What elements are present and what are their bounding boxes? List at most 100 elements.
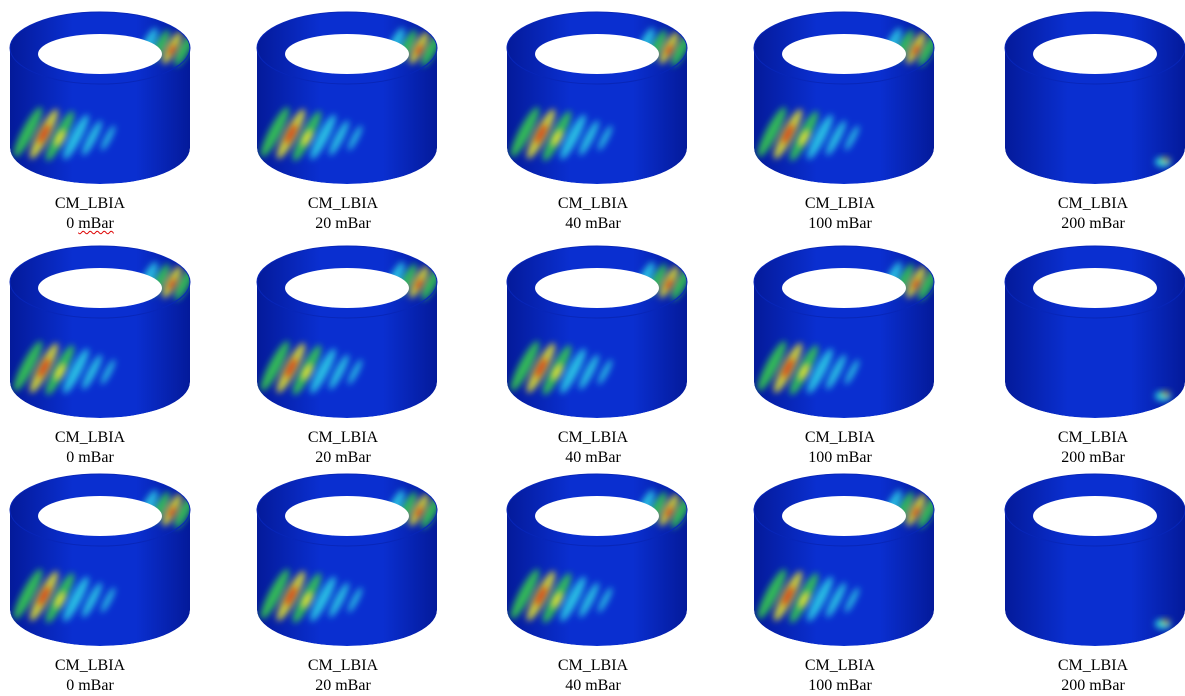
panel-caption: CM_LBIA 0 mBar bbox=[0, 428, 180, 468]
caption-label: CM_LBIA bbox=[54, 429, 126, 446]
caption-label: CM_LBIA bbox=[1057, 195, 1129, 212]
panel-caption: CM_LBIA 200 mBar bbox=[1003, 428, 1183, 468]
caption-label: CM_LBIA bbox=[1057, 657, 1129, 674]
caption-label: CM_LBIA bbox=[557, 657, 629, 674]
cylinder-panel: CM_LBIA 200 mBar bbox=[1003, 466, 1185, 694]
caption-label: CM_LBIA bbox=[307, 429, 379, 446]
cylinder-panel: CM_LBIA 100 mBar bbox=[752, 466, 972, 694]
cylinder-panel: CM_LBIA 0 mBar bbox=[8, 238, 228, 466]
pressure-value: 20 bbox=[315, 677, 332, 694]
pressure-value: 100 bbox=[808, 215, 833, 232]
panel-caption: CM_LBIA 40 mBar bbox=[503, 194, 683, 234]
caption-pressure: 40 mBar bbox=[503, 676, 683, 696]
cylinder-shell-render bbox=[753, 245, 935, 418]
caption-label: CM_LBIA bbox=[557, 195, 629, 212]
cylinder-shell-render bbox=[9, 11, 191, 184]
panel-caption: CM_LBIA 0 mBar bbox=[0, 194, 180, 234]
cylinder-panel: CM_LBIA 100 mBar bbox=[752, 4, 972, 232]
pressure-value: 0 bbox=[66, 677, 75, 694]
caption-pressure: 20 mBar bbox=[253, 214, 433, 234]
caption-label: CM_LBIA bbox=[54, 195, 126, 212]
pressure-value: 100 bbox=[808, 677, 833, 694]
pressure-unit: mBar bbox=[1089, 449, 1125, 466]
cylinder-panel: CM_LBIA 200 mBar bbox=[1003, 4, 1185, 232]
pressure-value: 20 bbox=[315, 215, 332, 232]
panel-caption: CM_LBIA 100 mBar bbox=[750, 428, 930, 468]
cylinder-shell-render bbox=[1004, 473, 1185, 646]
cylinder-shell-render bbox=[1004, 11, 1185, 184]
panel-caption: CM_LBIA 200 mBar bbox=[1003, 194, 1183, 234]
cylinder-panel: CM_LBIA 40 mBar bbox=[505, 4, 725, 232]
pressure-value: 200 bbox=[1061, 215, 1086, 232]
cylinder-shell-render bbox=[753, 11, 935, 184]
caption-pressure: 0 mBar bbox=[0, 448, 180, 468]
caption-label: CM_LBIA bbox=[804, 429, 876, 446]
cylinder-shell-render bbox=[753, 473, 935, 646]
cylinder-panel: CM_LBIA 0 mBar bbox=[8, 4, 228, 232]
cylinder-panel: CM_LBIA 100 mBar bbox=[752, 238, 972, 466]
pressure-unit: mBar bbox=[836, 677, 872, 694]
pressure-unit: mBar bbox=[335, 677, 371, 694]
panel-caption: CM_LBIA 20 mBar bbox=[253, 656, 433, 696]
caption-pressure: 100 mBar bbox=[750, 448, 930, 468]
pressure-unit: mBar bbox=[836, 215, 872, 232]
pressure-unit: mBar bbox=[585, 215, 621, 232]
caption-label: CM_LBIA bbox=[307, 657, 379, 674]
pressure-value: 40 bbox=[565, 677, 582, 694]
pressure-value: 40 bbox=[565, 215, 582, 232]
pressure-unit: mBar bbox=[335, 449, 371, 466]
pressure-value: 0 bbox=[66, 215, 75, 232]
cylinder-panel: CM_LBIA 20 mBar bbox=[255, 4, 475, 232]
caption-label: CM_LBIA bbox=[804, 195, 876, 212]
panel-caption: CM_LBIA 0 mBar bbox=[0, 656, 180, 696]
cylinder-shell-render bbox=[506, 473, 688, 646]
pressure-value: 100 bbox=[808, 449, 833, 466]
cylinder-panel: CM_LBIA 200 mBar bbox=[1003, 238, 1185, 466]
panel-caption: CM_LBIA 100 mBar bbox=[750, 194, 930, 234]
caption-label: CM_LBIA bbox=[54, 657, 126, 674]
cylinder-shell-render bbox=[1004, 245, 1185, 418]
cylinder-panel: CM_LBIA 20 mBar bbox=[255, 466, 475, 694]
pressure-unit: mBar bbox=[78, 215, 114, 232]
pressure-unit: mBar bbox=[1089, 215, 1125, 232]
pressure-value: 200 bbox=[1061, 449, 1086, 466]
pressure-unit: mBar bbox=[1089, 677, 1125, 694]
cylinder-shell-render bbox=[506, 11, 688, 184]
caption-pressure: 20 mBar bbox=[253, 676, 433, 696]
caption-label: CM_LBIA bbox=[557, 429, 629, 446]
cylinder-shell-render bbox=[256, 245, 438, 418]
caption-pressure: 40 mBar bbox=[503, 214, 683, 234]
panel-caption: CM_LBIA 20 mBar bbox=[253, 428, 433, 468]
caption-pressure: 200 mBar bbox=[1003, 214, 1183, 234]
panel-caption: CM_LBIA 40 mBar bbox=[503, 428, 683, 468]
pressure-value: 0 bbox=[66, 449, 75, 466]
pressure-value: 200 bbox=[1061, 677, 1086, 694]
pressure-unit: mBar bbox=[335, 215, 371, 232]
caption-pressure: 200 mBar bbox=[1003, 676, 1183, 696]
panel-caption: CM_LBIA 200 mBar bbox=[1003, 656, 1183, 696]
pressure-unit: mBar bbox=[78, 449, 114, 466]
cylinder-panel: CM_LBIA 40 mBar bbox=[505, 238, 725, 466]
caption-pressure: 200 mBar bbox=[1003, 448, 1183, 468]
cylinder-shell-render bbox=[256, 473, 438, 646]
caption-pressure: 20 mBar bbox=[253, 448, 433, 468]
pressure-unit: mBar bbox=[78, 677, 114, 694]
pressure-unit: mBar bbox=[585, 449, 621, 466]
cylinder-shell-render bbox=[9, 473, 191, 646]
caption-pressure: 100 mBar bbox=[750, 214, 930, 234]
cylinder-panel: CM_LBIA 0 mBar bbox=[8, 466, 228, 694]
caption-pressure: 40 mBar bbox=[503, 448, 683, 468]
caption-label: CM_LBIA bbox=[307, 195, 379, 212]
pressure-unit: mBar bbox=[585, 677, 621, 694]
caption-pressure: 0 mBar bbox=[0, 214, 180, 234]
cylinder-shell-render bbox=[9, 245, 191, 418]
caption-pressure: 0 mBar bbox=[0, 676, 180, 696]
cylinder-shell-render bbox=[506, 245, 688, 418]
cylinder-shell-render bbox=[256, 11, 438, 184]
pressure-value: 40 bbox=[565, 449, 582, 466]
caption-label: CM_LBIA bbox=[804, 657, 876, 674]
cylinder-panel: CM_LBIA 20 mBar bbox=[255, 238, 475, 466]
panel-caption: CM_LBIA 100 mBar bbox=[750, 656, 930, 696]
caption-label: CM_LBIA bbox=[1057, 429, 1129, 446]
